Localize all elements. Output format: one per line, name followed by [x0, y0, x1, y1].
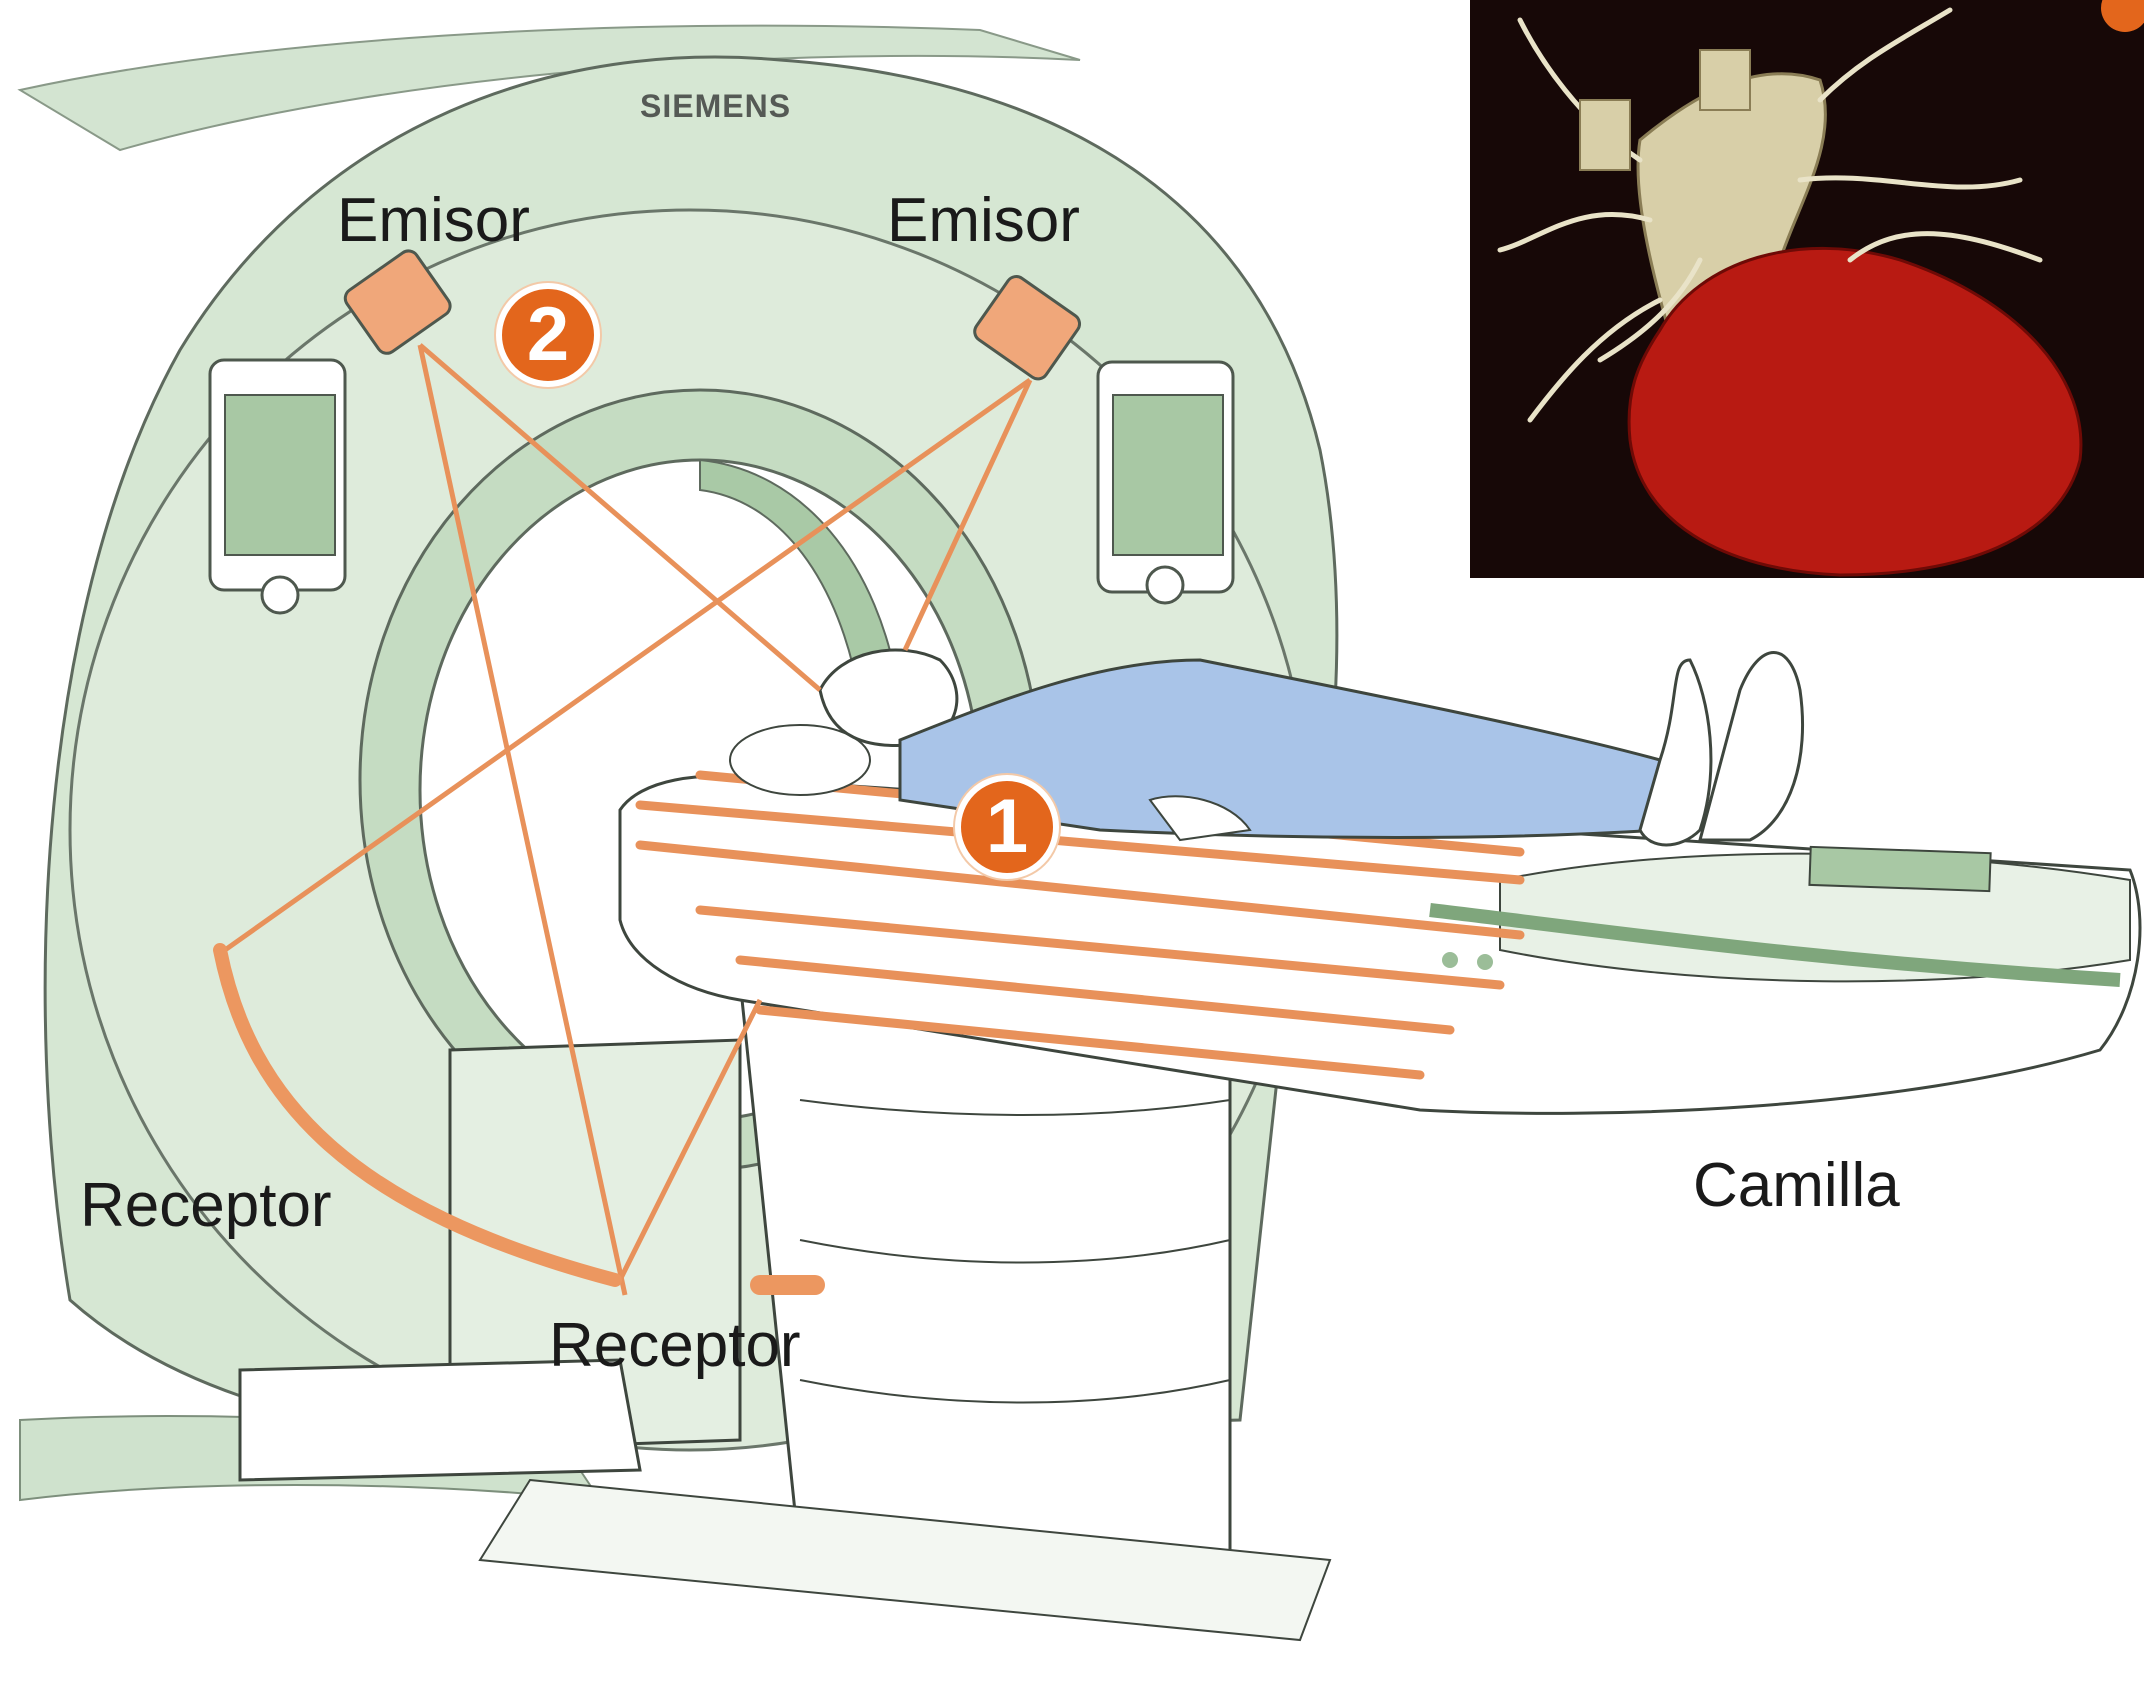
heart-scan-inset — [1470, 0, 2144, 578]
step-badge-1: 1 — [955, 775, 1059, 879]
step-badge-2: 2 — [496, 283, 600, 387]
label-emitter-right: Emisor — [887, 190, 1080, 252]
control-panel-left — [210, 360, 345, 613]
brand-logo-text: SIEMENS — [640, 88, 791, 125]
control-panel-right — [1098, 362, 1233, 603]
label-receptor-bottom: Receptor — [549, 1315, 801, 1377]
label-table: Camilla — [1693, 1155, 1900, 1217]
label-receptor-left: Receptor — [80, 1175, 332, 1237]
label-emitter-left: Emisor — [337, 190, 530, 252]
